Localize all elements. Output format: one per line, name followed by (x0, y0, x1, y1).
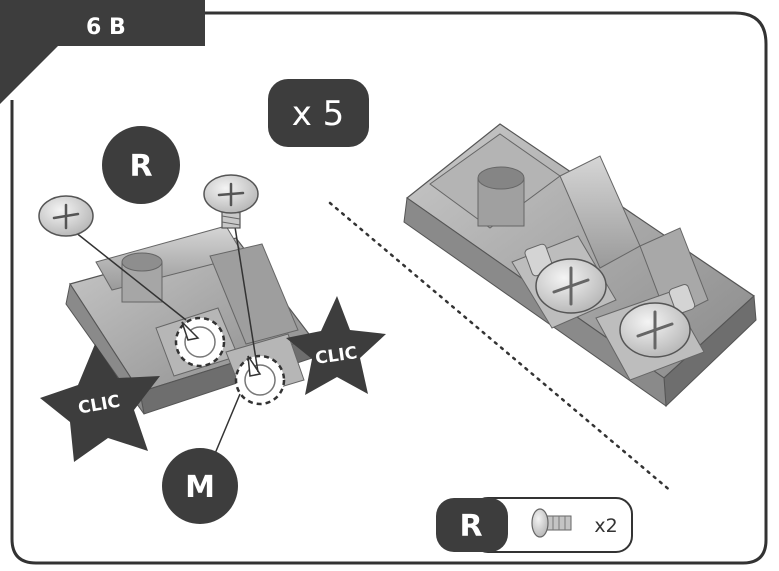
clic-burst-left: CLIC (40, 344, 160, 462)
quantity-badge: x 5 (268, 79, 369, 147)
screw-right (203, 174, 259, 373)
screw-part-letter: R (129, 149, 152, 184)
screw-head-installed-1 (535, 258, 607, 314)
clic-burst-right: CLIC (286, 296, 386, 395)
parts-legend: R x2 (436, 497, 633, 553)
dotted-separator (328, 201, 674, 494)
tray-completed (403, 123, 757, 408)
step-tab: 6 B (0, 0, 205, 104)
screw-head-installed-2 (619, 302, 691, 358)
screw-left (38, 195, 187, 321)
screw-part-badge: R (102, 126, 180, 204)
nut-slot-1 (174, 316, 226, 368)
quantity-label: x 5 (292, 94, 345, 134)
legend-count: x2 (594, 515, 617, 537)
screw-icon (531, 508, 572, 538)
nut-slot-2 (234, 354, 286, 406)
nut-part-letter: M (185, 470, 215, 505)
step-label: 6 B (86, 15, 126, 40)
nut-part-badge: M (162, 393, 241, 524)
step-frame (10, 11, 768, 565)
legend-letter: R (459, 509, 482, 544)
